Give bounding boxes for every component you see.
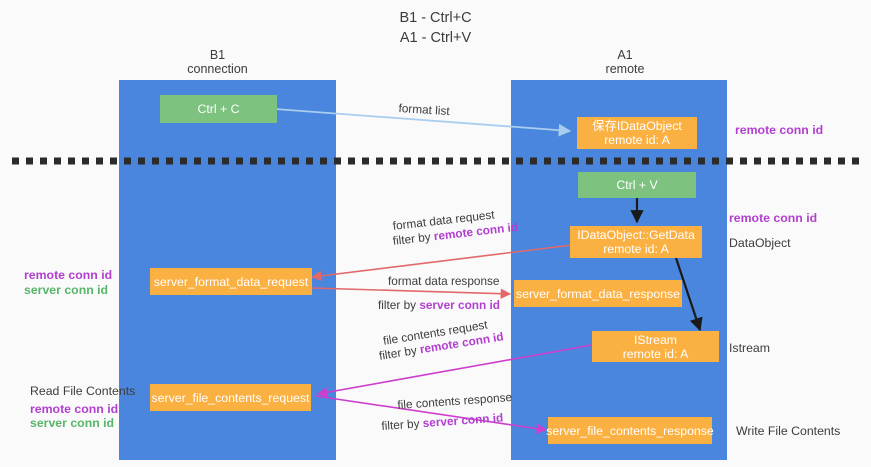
node-idataobject-getdata-line1: IDataObject::GetData [577, 228, 695, 242]
node-server-file-contents-request[interactable]: server_file_contents_request [150, 384, 311, 411]
node-ctrl-c-label: Ctrl + C [197, 102, 240, 116]
node-istream[interactable]: IStream remote id: A [592, 331, 719, 362]
node-ctrl-v[interactable]: Ctrl + V [578, 172, 696, 198]
node-save-idataobject-line2: remote id: A [604, 133, 670, 147]
node-server-file-contents-response-label: server_file_contents_response [546, 423, 714, 438]
lane-title-b1: B1 connection [187, 48, 248, 76]
edge-label-format-list: format list [398, 101, 451, 119]
annotation-left-remote-conn-id-2: remote conn id [30, 402, 119, 416]
annotation-istream: Istream [729, 341, 770, 355]
annotation-dataobject: DataObject [729, 236, 791, 250]
edge-label-file-contents-response-filter: filter by server conn id [381, 410, 504, 433]
node-istream-line1: IStream [633, 332, 678, 347]
node-server-format-data-response-label: server_format_data_response [515, 286, 681, 301]
filter-value-server-conn-id: server conn id [422, 410, 504, 431]
node-server-format-data-request[interactable]: server_format_data_request [150, 268, 312, 295]
node-server-format-data-response[interactable]: server_format_data_response [514, 280, 682, 307]
edge-label-format-data-response-filter: filter by server conn id [378, 298, 500, 313]
node-idataobject-getdata[interactable]: IDataObject::GetData remote id: A [570, 226, 702, 258]
node-server-file-contents-request-label: server_file_contents_request [151, 390, 310, 405]
page-title: B1 - Ctrl+C A1 - Ctrl+V [399, 10, 472, 46]
node-server-file-contents-response[interactable]: server_file_contents_response [546, 417, 714, 444]
lane-title-a1: A1 remote [605, 48, 645, 76]
edge-label-file-contents-response: file contents response [397, 389, 513, 412]
annotation-left-server-conn-id: server conn id [24, 283, 109, 297]
node-save-idataobject-line1: 保存IDataObject [592, 119, 682, 133]
filter-prefix: filter by [381, 416, 424, 433]
filter-prefix: filter by [378, 298, 420, 312]
annotation-remote-conn-id-mid: remote conn id [729, 211, 818, 225]
annotation-left-remote-conn-id: remote conn id [24, 268, 113, 282]
annotation-left-server-conn-id-2: server conn id [30, 416, 115, 430]
edge-label-format-data-response: format data response [388, 274, 500, 288]
filter-value-server-conn-id: server conn id [419, 298, 500, 312]
node-server-format-data-request-label: server_format_data_request [153, 274, 309, 289]
annotation-remote-conn-id-top: remote conn id [735, 123, 824, 137]
node-idataobject-getdata-line2: remote id: A [603, 242, 669, 256]
node-save-idataobject[interactable]: 保存IDataObject remote id: A [577, 117, 697, 149]
node-ctrl-v-label: Ctrl + V [616, 178, 658, 192]
annotation-read-file-contents: Read File Contents [30, 384, 136, 398]
node-istream-line2: remote id: A [622, 346, 689, 361]
node-ctrl-c[interactable]: Ctrl + C [160, 95, 277, 123]
annotation-write-file-contents: Write File Contents [736, 424, 841, 438]
